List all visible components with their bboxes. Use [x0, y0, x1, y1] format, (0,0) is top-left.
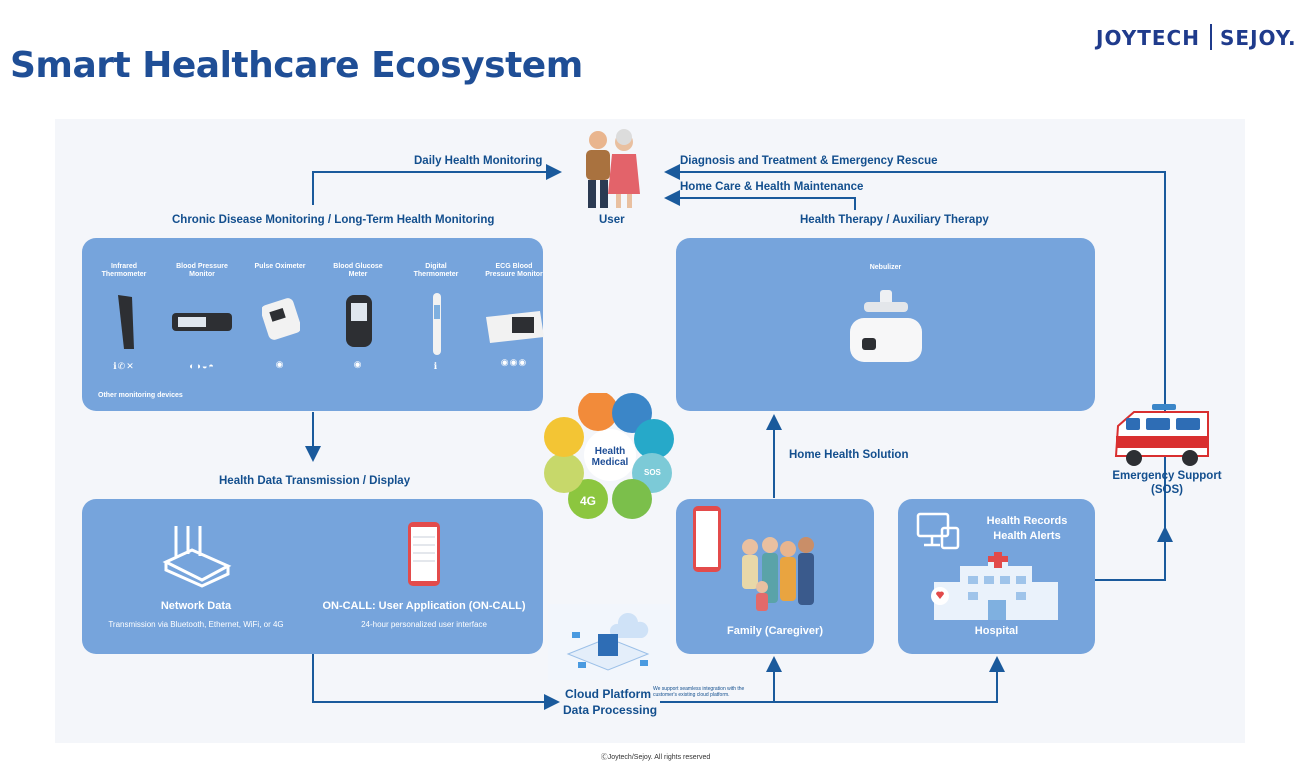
hospital-title-text: Hospital — [974, 625, 1019, 637]
device-feature-icons: ◉◉◉ — [500, 357, 528, 367]
ambulance-icon — [1114, 404, 1209, 466]
device-name: Blood Glucose Meter — [333, 263, 383, 278]
glucose-meter-image — [346, 295, 372, 347]
joytech-logo: JOYTECH — [1096, 26, 1200, 50]
flow-daily-monitoring: Daily Health Monitoring — [414, 155, 543, 167]
family-group-icon — [742, 537, 814, 611]
flow-home-solution: Home Health Solution — [789, 449, 909, 461]
pulse-oximeter-image — [262, 298, 300, 340]
hub-label-medical: Medical — [591, 457, 629, 468]
device-feature-icons: ◉ — [275, 359, 285, 369]
elderly-couple-icon — [586, 129, 640, 208]
oncall-description: 24-hour personalized user interface — [316, 620, 532, 629]
device-name: ECG Blood Pressure Monitor — [485, 263, 543, 278]
network-desc-text: Transmission via Bluetooth, Ethernet, Wi… — [108, 620, 284, 629]
digital-thermometer-image — [433, 293, 441, 355]
device-pulse-oximeter: Pulse Oximeter ◉ — [248, 263, 312, 370]
health-medical-hub — [544, 393, 674, 519]
device-name: Blood Pressure Monitor — [176, 263, 228, 278]
flow-therapy: Health Therapy / Auxiliary Therapy — [800, 214, 989, 226]
copyright-footer: ⒸJoytech/Sejoy. All rights reserved — [600, 754, 711, 761]
user-label: User — [599, 214, 625, 226]
hospital-building-icon — [931, 552, 1058, 620]
network-title-text: Network Data — [160, 600, 232, 612]
ecg-bp-monitor-image — [486, 311, 544, 343]
family-title-text: Family (Caregiver) — [727, 625, 823, 637]
device-grid: Infrared Thermometer ℹ✆✕ Blood Pressure … — [92, 263, 544, 383]
family-phone-icon — [693, 506, 721, 572]
network-description: Transmission via Bluetooth, Ethernet, Wi… — [96, 620, 296, 629]
device-digital-thermometer: Digital Thermometer ℹ — [404, 263, 468, 372]
device-name: Pulse Oximeter — [254, 263, 306, 270]
nebulizer-name: Nebulizer — [869, 264, 902, 271]
device-feature-icons: ◐◑◒◓ — [189, 361, 215, 371]
nebulizer-label: Nebulizer — [676, 264, 1095, 271]
blood-pressure-monitor-image — [172, 313, 232, 331]
flow-chronic-monitoring: Chronic Disease Monitoring / Long-Term H… — [172, 214, 495, 226]
oncall-title-text: ON-CALL: User Application (ON-CALL) — [322, 600, 526, 612]
hub-sos-label: SOS — [644, 468, 661, 477]
computer-monitor-icon — [916, 512, 960, 550]
hub-4g-label: 4G — [580, 494, 597, 508]
device-feature-icons: ℹ — [433, 361, 439, 371]
emergency-label-line2: (SOS) — [1151, 484, 1183, 496]
emergency-label-line1: Emergency Support — [1112, 470, 1222, 482]
family-title: Family (Caregiver) — [676, 625, 874, 637]
device-name: Infrared Thermometer — [101, 263, 147, 278]
sejoy-logo: SEJOY. — [1220, 26, 1297, 50]
cloud-platform-illustration — [548, 604, 670, 680]
oncall-title: ON-CALL: User Application (ON-CALL) — [316, 600, 532, 612]
router-icon — [162, 526, 232, 588]
device-ecg-bp-monitor: ECG Blood Pressure Monitor ◉◉◉ — [482, 263, 546, 368]
health-records-label: Health Records — [986, 515, 1068, 527]
page-title: Smart Healthcare Ecosystem — [10, 45, 583, 86]
device-name: Digital Thermometer — [413, 263, 459, 278]
other-devices-label: Other monitoring devices — [98, 392, 183, 399]
monitoring-devices-panel — [82, 238, 543, 411]
flow-diagnosis: Diagnosis and Treatment & Emergency Resc… — [680, 155, 938, 167]
device-blood-pressure-monitor: Blood Pressure Monitor ◐◑◒◓ — [170, 263, 234, 371]
smartphone-app-icon — [408, 522, 440, 586]
device-infrared-thermometer: Infrared Thermometer ℹ✆✕ — [92, 263, 156, 372]
hospital-title: Hospital — [898, 625, 1095, 637]
device-feature-icons: ℹ✆✕ — [113, 361, 135, 371]
health-alerts-label: Health Alerts — [993, 530, 1061, 542]
device-glucose-meter: Blood Glucose Meter ◉ — [326, 263, 390, 370]
cloud-platform-subtitle: Data Processing — [563, 703, 658, 717]
flow-transmission: Health Data Transmission / Display — [219, 475, 411, 487]
hub-label-health: Health — [594, 446, 626, 457]
logo-divider — [1210, 24, 1212, 50]
network-title: Network Data — [96, 600, 296, 612]
oncall-desc-text: 24-hour personalized user interface — [361, 620, 487, 629]
infrared-thermometer-image — [118, 295, 134, 349]
device-feature-icons: ◉ — [353, 359, 363, 369]
nebulizer-image — [850, 290, 922, 362]
flow-home-care: Home Care & Health Maintenance — [680, 181, 864, 193]
network-oncall-panel — [82, 499, 543, 654]
cloud-platform-title: Cloud Platform — [565, 687, 651, 701]
cloud-integration-note: We support seamless integration with the… — [653, 686, 745, 698]
